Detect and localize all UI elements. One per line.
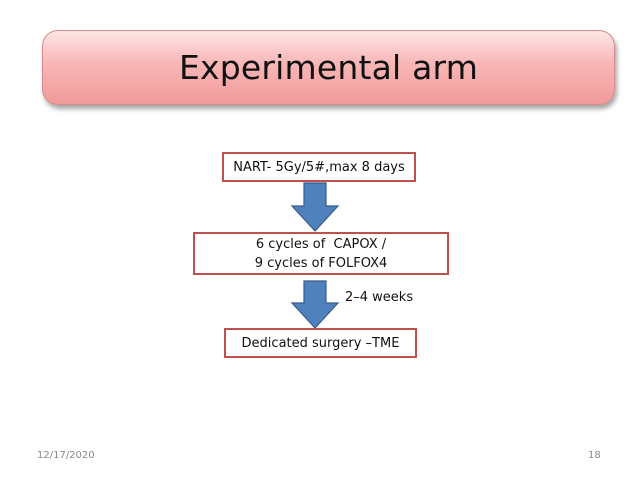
page-number: 18 [588, 450, 601, 461]
step-chemo-line-1: 6 cycles of CAPOX / [255, 236, 387, 252]
interval-label: 2–4 weeks [345, 290, 414, 305]
step-surgery-text: Dedicated surgery –TME [241, 335, 400, 351]
down-arrow-icon [290, 280, 340, 329]
slide-title: Experimental arm [178, 48, 479, 87]
step-nart-box: NART- 5Gy/5#,max 8 days [222, 152, 416, 182]
step-surgery-box: Dedicated surgery –TME [224, 328, 417, 358]
title-banner: Experimental arm [42, 30, 615, 105]
step-nart-text: NART- 5Gy/5#,max 8 days [233, 159, 405, 175]
down-arrow-icon [290, 182, 340, 232]
step-chemo-line-2: 9 cycles of FOLFOX4 [254, 255, 388, 271]
step-chemo-box: 6 cycles of CAPOX / 9 cycles of FOLFOX4 [193, 232, 449, 275]
footer-date: 12/17/2020 [37, 450, 95, 461]
